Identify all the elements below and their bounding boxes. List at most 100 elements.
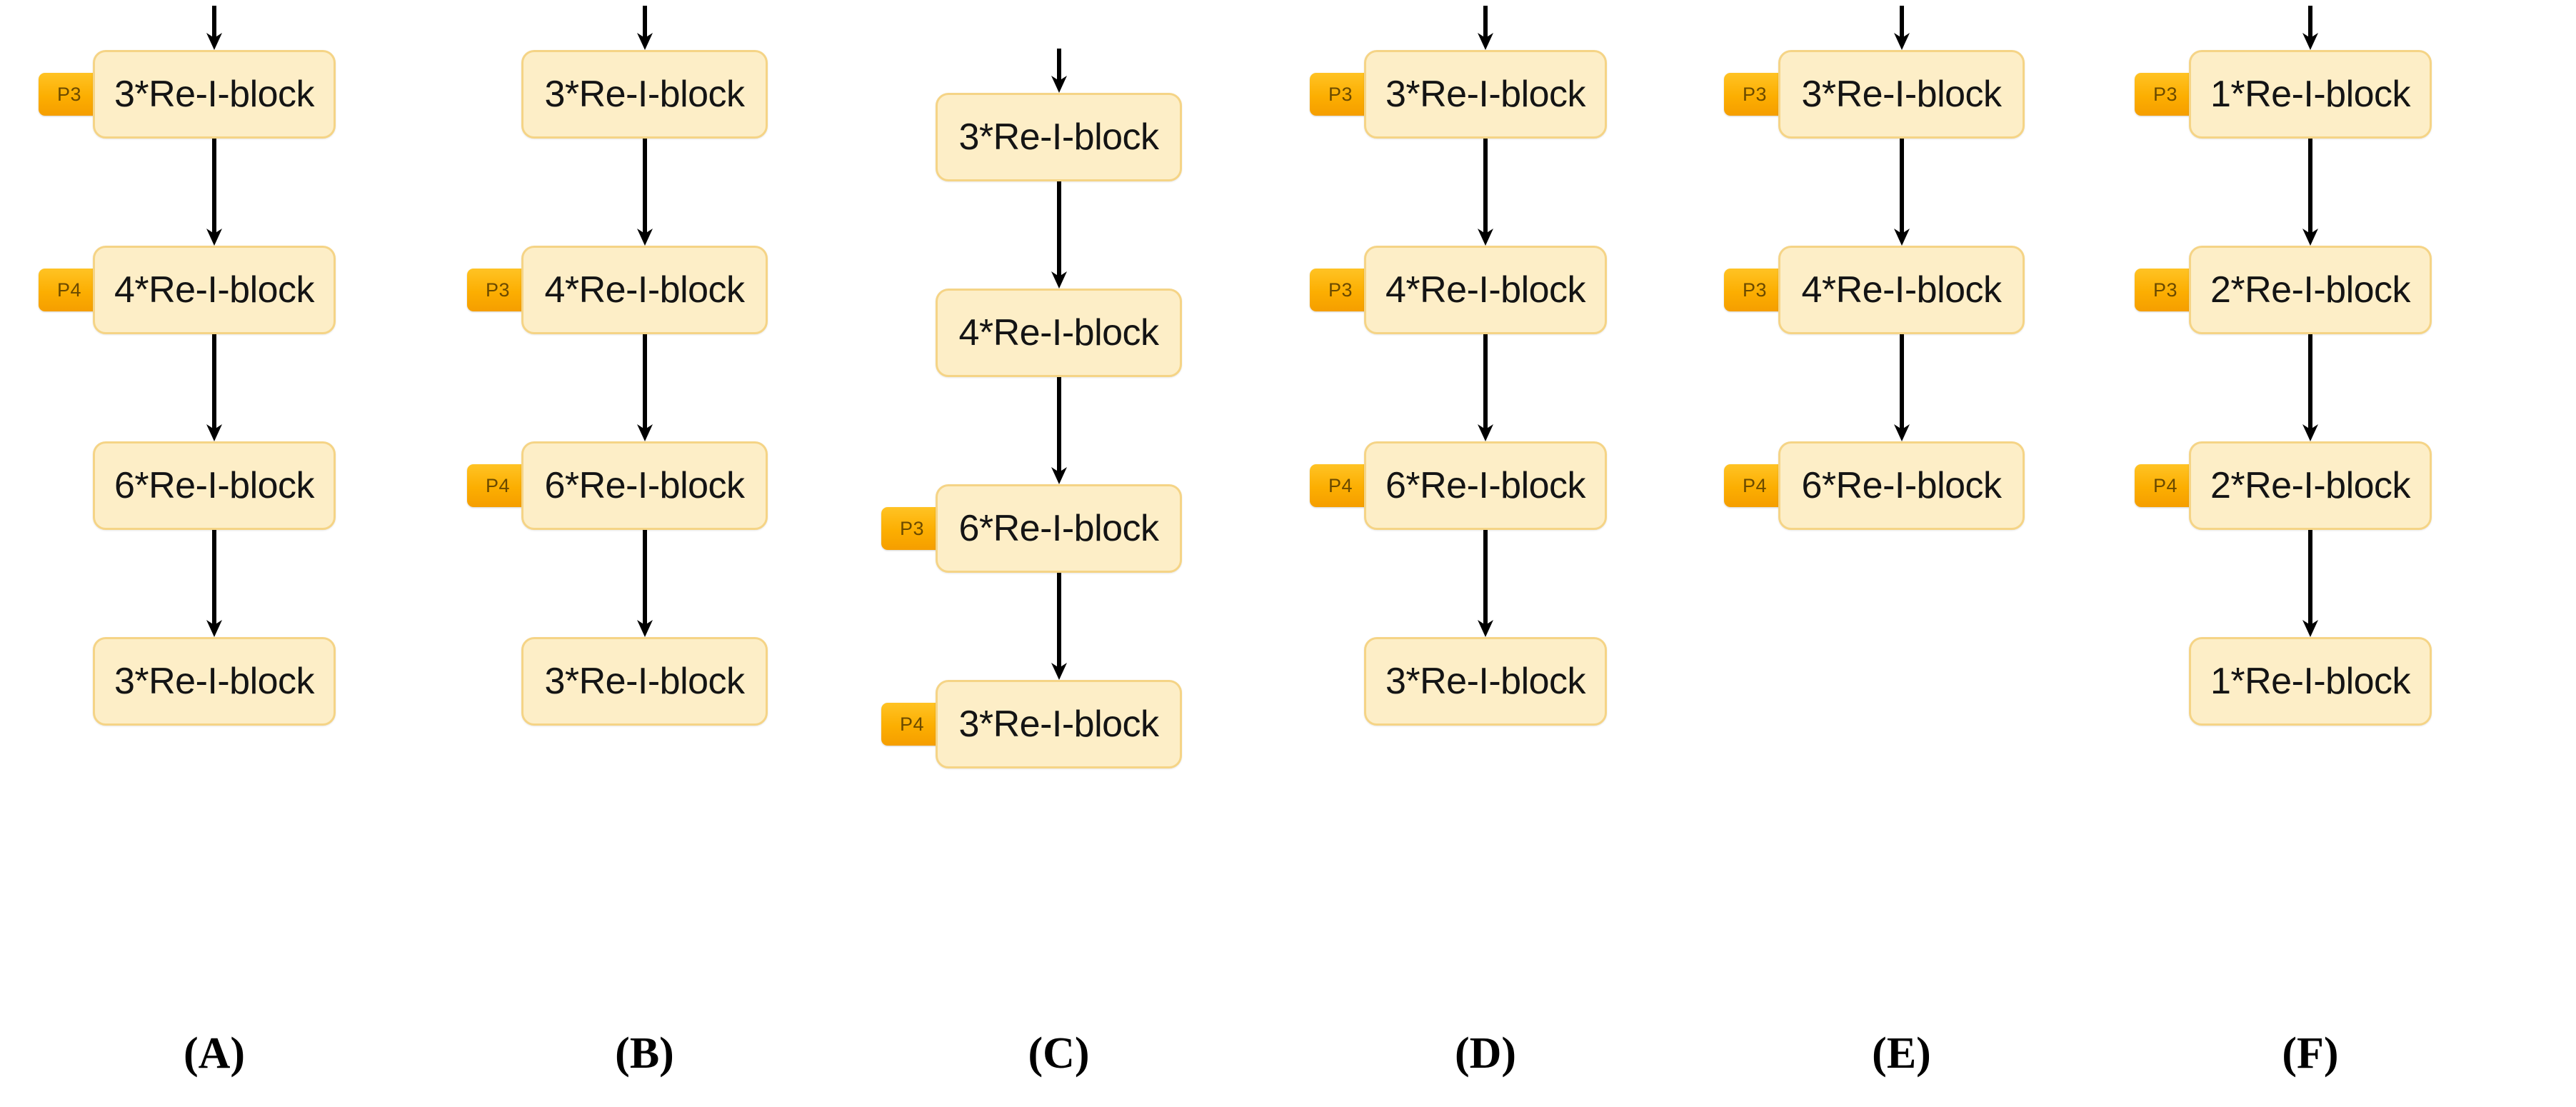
flow-arrow xyxy=(1891,334,1913,441)
re-i-block-node[interactable]: 3*Re-I-block xyxy=(1778,50,2025,139)
input-arrow xyxy=(1475,6,1496,50)
block-label: 2*Re-I-block xyxy=(2210,465,2411,506)
re-i-block-node[interactable]: 6*Re-I-block xyxy=(1364,441,1607,530)
pyramid-level-tag[interactable]: P3 xyxy=(1724,73,1785,116)
re-i-block-node[interactable]: 3*Re-I-block xyxy=(93,637,336,726)
block-label: 6*Re-I-block xyxy=(1801,465,2002,506)
re-i-block-node[interactable]: 3*Re-I-block xyxy=(1364,50,1607,139)
flow-arrow xyxy=(2300,530,2321,637)
block-label: 6*Re-I-block xyxy=(544,465,745,506)
block-row: P3 2*Re-I-block xyxy=(2107,246,2507,334)
re-i-block-node[interactable]: 4*Re-I-block xyxy=(936,289,1182,377)
flow-arrow xyxy=(2300,139,2321,246)
re-i-block-node[interactable]: 4*Re-I-block xyxy=(1778,246,2025,334)
re-i-block-node[interactable]: 4*Re-I-block xyxy=(1364,246,1607,334)
re-i-block-node[interactable]: 4*Re-I-block xyxy=(521,246,768,334)
flow-arrow xyxy=(1475,139,1496,246)
block-label: 4*Re-I-block xyxy=(1801,269,2002,311)
block-row: P4 2*Re-I-block xyxy=(2107,441,2507,530)
pyramid-level-tag[interactable]: P3 xyxy=(2135,269,2196,311)
pyramid-level-tag[interactable]: P4 xyxy=(39,269,100,311)
block-row: 3*Re-I-block xyxy=(7,637,407,726)
block-row: P3 1*Re-I-block xyxy=(2107,50,2507,139)
input-arrow xyxy=(204,6,225,50)
re-i-block-node[interactable]: 3*Re-I-block xyxy=(521,50,768,139)
block-label: 1*Re-I-block xyxy=(2210,661,2411,702)
re-i-block-node[interactable]: 1*Re-I-block xyxy=(2189,50,2432,139)
pyramid-level-tag[interactable]: P3 xyxy=(881,507,943,550)
pyramid-level-tag[interactable]: P4 xyxy=(881,703,943,746)
block-label: 6*Re-I-block xyxy=(1385,465,1586,506)
re-i-block-node[interactable]: 2*Re-I-block xyxy=(2189,246,2432,334)
pyramid-level-tag[interactable]: P3 xyxy=(1310,73,1371,116)
subfigure-caption: (F) xyxy=(2282,1029,2339,1078)
block-row: 3*Re-I-block xyxy=(1278,637,1678,726)
block-label: 3*Re-I-block xyxy=(114,661,315,702)
block-row: 6*Re-I-block xyxy=(7,441,407,530)
block-label: 3*Re-I-block xyxy=(544,74,745,115)
re-i-block-node[interactable]: 2*Re-I-block xyxy=(2189,441,2432,530)
re-i-block-node[interactable]: 3*Re-I-block xyxy=(936,680,1182,768)
flow-arrow xyxy=(204,139,225,246)
block-row: P4 3*Re-I-block xyxy=(850,680,1250,768)
block-row: 4*Re-I-block xyxy=(850,289,1250,377)
pyramid-level-tag[interactable]: P3 xyxy=(2135,73,2196,116)
pyramid-level-tag[interactable]: P4 xyxy=(2135,464,2196,507)
re-i-block-node[interactable]: 3*Re-I-block xyxy=(93,50,336,139)
flow-arrow xyxy=(1475,334,1496,441)
flow-arrow xyxy=(204,530,225,637)
block-label: 3*Re-I-block xyxy=(1385,74,1586,115)
block-label: 3*Re-I-block xyxy=(958,703,1159,745)
flow-arrow xyxy=(1891,139,1913,246)
subfigure-caption: (B) xyxy=(615,1029,674,1078)
re-i-block-node[interactable]: 3*Re-I-block xyxy=(936,93,1182,181)
block-label: 3*Re-I-block xyxy=(1385,661,1586,702)
block-label: 4*Re-I-block xyxy=(544,269,745,311)
pyramid-level-tag[interactable]: P3 xyxy=(1310,269,1371,311)
re-i-block-node[interactable]: 1*Re-I-block xyxy=(2189,637,2432,726)
pyramid-level-tag[interactable]: P4 xyxy=(1310,464,1371,507)
subfigure-caption: (D) xyxy=(1454,1029,1517,1078)
re-i-block-node[interactable]: 6*Re-I-block xyxy=(1778,441,2025,530)
pyramid-level-tag[interactable]: P4 xyxy=(467,464,528,507)
block-label: 3*Re-I-block xyxy=(1801,74,2002,115)
flow-arrow xyxy=(634,530,656,637)
re-i-block-node[interactable]: 6*Re-I-block xyxy=(936,484,1182,573)
pyramid-level-tag[interactable]: P3 xyxy=(39,73,100,116)
block-row: P3 4*Re-I-block xyxy=(436,246,836,334)
block-row: P4 6*Re-I-block xyxy=(1278,441,1678,530)
re-i-block-node[interactable]: 6*Re-I-block xyxy=(521,441,768,530)
re-i-block-node[interactable]: 4*Re-I-block xyxy=(93,246,336,334)
block-label: 3*Re-I-block xyxy=(958,116,1159,158)
block-row: 3*Re-I-block xyxy=(436,50,836,139)
block-row: 3*Re-I-block xyxy=(850,93,1250,181)
flow-arrow xyxy=(2300,334,2321,441)
re-i-block-node[interactable]: 3*Re-I-block xyxy=(521,637,768,726)
block-row: 1*Re-I-block xyxy=(2107,637,2507,726)
flow-arrow xyxy=(1048,181,1070,289)
flow-arrow xyxy=(1475,530,1496,637)
input-arrow xyxy=(634,6,656,50)
flow-arrow xyxy=(1048,377,1070,484)
block-label: 4*Re-I-block xyxy=(958,312,1159,354)
flow-arrow xyxy=(634,334,656,441)
block-label: 2*Re-I-block xyxy=(2210,269,2411,311)
pyramid-level-tag[interactable]: P3 xyxy=(1724,269,1785,311)
pyramid-level-tag[interactable]: P3 xyxy=(467,269,528,311)
subfigure-caption: (C) xyxy=(1028,1029,1090,1078)
re-i-block-node[interactable]: 6*Re-I-block xyxy=(93,441,336,530)
block-row: P3 4*Re-I-block xyxy=(1693,246,2093,334)
re-i-block-node[interactable]: 3*Re-I-block xyxy=(1364,637,1607,726)
block-row: P4 6*Re-I-block xyxy=(436,441,836,530)
flow-arrow xyxy=(634,139,656,246)
input-arrow xyxy=(1048,49,1070,93)
block-label: 1*Re-I-block xyxy=(2210,74,2411,115)
pyramid-level-tag[interactable]: P4 xyxy=(1724,464,1785,507)
